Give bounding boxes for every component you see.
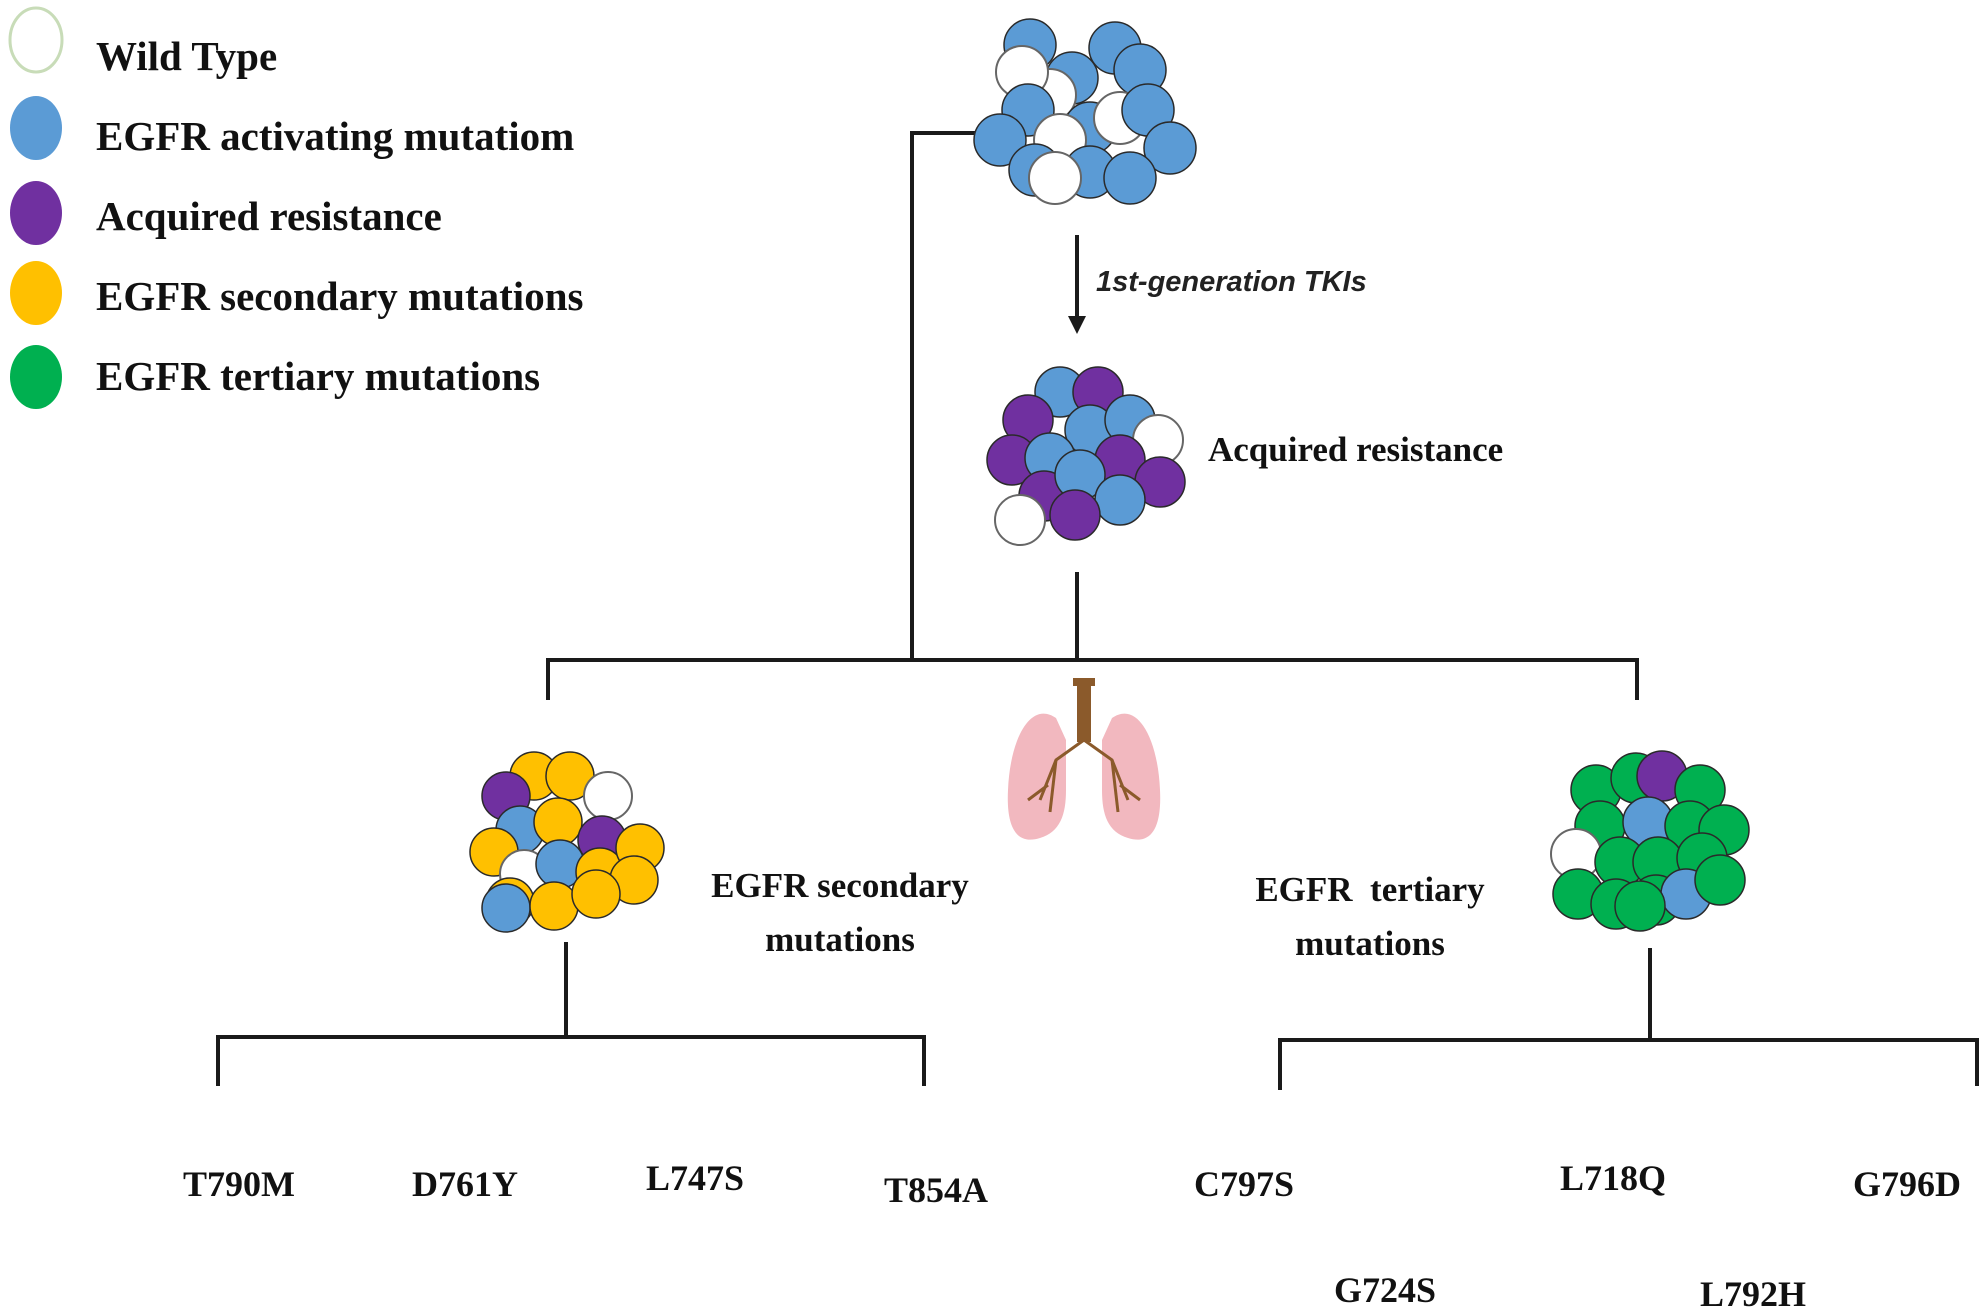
tertiary-cell xyxy=(1694,854,1746,906)
cluster-initial-tumor xyxy=(973,18,1197,205)
activating-cell xyxy=(481,883,531,933)
mutation-d761y: D761Y xyxy=(412,1164,518,1204)
connector-tertiary-branch xyxy=(1278,1038,1979,1090)
activating-cell xyxy=(1094,474,1146,526)
mutation-t854a: T854A xyxy=(884,1170,989,1210)
legend-swatch-acquired xyxy=(10,181,62,245)
legend-swatch-tertiary xyxy=(10,345,62,409)
wild-type-cell xyxy=(994,494,1046,546)
secondary-cell xyxy=(533,797,583,847)
wild-type-cell xyxy=(1028,151,1082,205)
activating-cell xyxy=(1143,121,1197,175)
tertiary-cell xyxy=(1614,880,1666,932)
mutation-g724s: G724S xyxy=(1334,1270,1437,1310)
legend-swatch-activating xyxy=(10,96,62,160)
activating-cell xyxy=(973,113,1027,167)
tki-arrow xyxy=(1068,235,1086,334)
node-label-secondary-line1: EGFR secondary xyxy=(711,866,969,905)
acquired-cell xyxy=(1049,489,1101,541)
cluster-acquired-resistance xyxy=(986,366,1186,546)
wild-type-cell xyxy=(583,771,633,821)
legend-label-wild-type: Wild Type xyxy=(96,33,278,79)
mutation-l747s: L747S xyxy=(646,1158,745,1198)
mutation-c797s: C797S xyxy=(1194,1164,1295,1204)
node-label-tertiary-line2: mutations xyxy=(1295,924,1445,963)
connector-secondary-branch xyxy=(216,1035,926,1086)
activating-cell xyxy=(1103,151,1157,205)
lungs-icon xyxy=(1007,678,1161,840)
node-label-tertiary-line1: EGFR tertiary xyxy=(1255,870,1485,909)
legend-swatch-wild-type xyxy=(8,6,64,74)
arrow-label-tki: 1st-generation TKIs xyxy=(1096,266,1367,298)
legend-label-acquired: Acquired resistance xyxy=(96,193,442,239)
legend-label-tertiary: EGFR tertiary mutations xyxy=(96,353,541,399)
mutation-g796d: G796D xyxy=(1853,1164,1961,1204)
legend-label-activating: EGFR activating mutatiom xyxy=(96,113,575,159)
node-label-secondary-line2: mutations xyxy=(765,920,915,959)
mutation-l792h: L792H xyxy=(1700,1274,1807,1314)
legend-dots xyxy=(8,6,64,409)
cluster-secondary-mutations xyxy=(469,751,665,933)
mutation-t790m: T790M xyxy=(183,1164,295,1204)
node-label-acquired-resistance: Acquired resistance xyxy=(1208,430,1504,469)
connector-lines xyxy=(216,131,1979,1090)
legend-label-secondary: EGFR secondary mutations xyxy=(96,273,584,319)
connector-main-branch xyxy=(546,658,1639,700)
legend-swatch-secondary xyxy=(10,261,62,325)
cluster-tertiary-mutations xyxy=(1550,750,1750,932)
mutation-l718q: L718Q xyxy=(1560,1158,1667,1198)
secondary-cell xyxy=(571,869,621,919)
connector-initial-to-branch xyxy=(910,131,988,660)
secondary-cell xyxy=(529,881,579,931)
